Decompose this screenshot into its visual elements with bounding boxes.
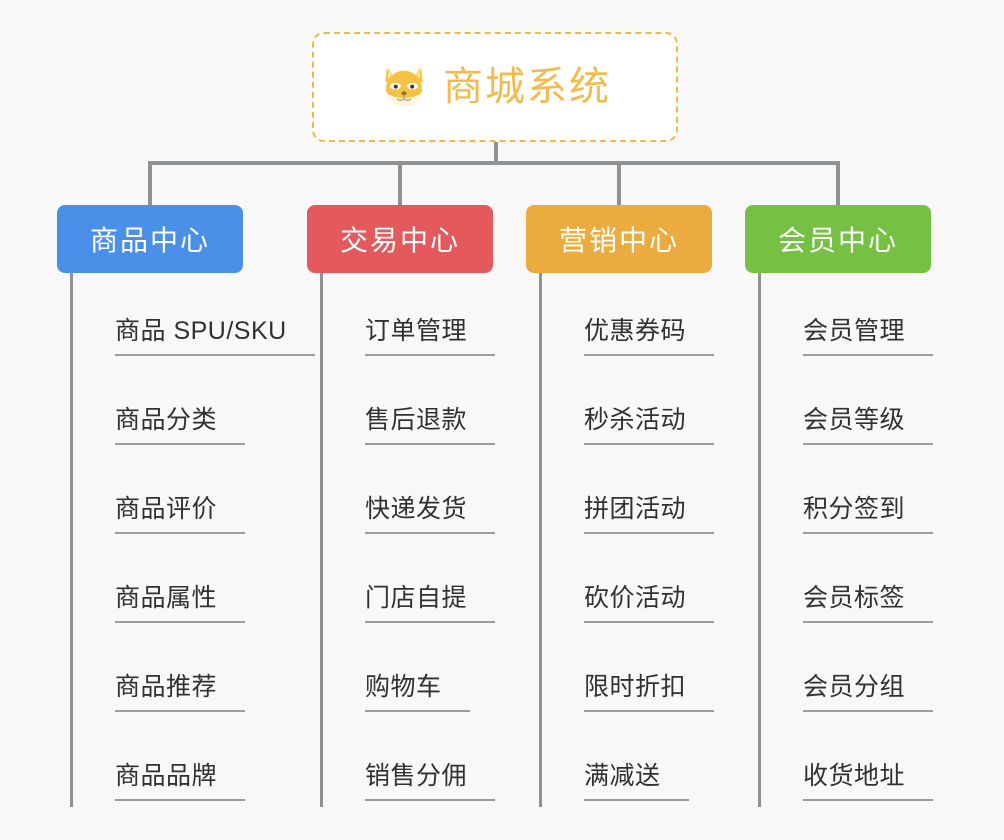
leaf-item[interactable]: 砍价活动: [539, 540, 715, 629]
leaf-item[interactable]: 秒杀活动: [539, 362, 715, 451]
root-node-title: 商城系统: [443, 65, 611, 109]
leaf-item[interactable]: 快递发货: [320, 451, 496, 540]
leaf-item-label: 秒杀活动: [584, 406, 715, 445]
leaf-item-label: 会员分组: [803, 673, 934, 712]
leaf-item[interactable]: 商品 SPU/SKU: [70, 273, 315, 362]
leaf-item[interactable]: 积分签到: [758, 451, 934, 540]
leaf-item-label: 订单管理: [365, 317, 496, 356]
leaf-item[interactable]: 商品分类: [70, 362, 315, 451]
connector-drop-3: [617, 161, 621, 205]
leaf-item-label: 销售分佣: [365, 762, 496, 801]
leaf-item-label: 会员标签: [803, 584, 934, 623]
leaf-item-label: 售后退款: [365, 406, 496, 445]
leaf-item[interactable]: 优惠券码: [539, 273, 715, 362]
leaf-item-label: 会员管理: [803, 317, 934, 356]
connector-drop-1: [148, 161, 152, 205]
root-node-shopping-mall-system[interactable]: 商城系统: [312, 32, 678, 142]
leaf-item[interactable]: 商品评价: [70, 451, 315, 540]
leaf-item-label: 收货地址: [803, 762, 934, 801]
leaf-spine: [320, 273, 323, 807]
leaf-column-4: 会员管理会员等级积分签到会员标签会员分组收货地址: [758, 273, 934, 807]
leaf-item[interactable]: 会员等级: [758, 362, 934, 451]
leaf-item-label: 优惠券码: [584, 317, 715, 356]
leaf-item[interactable]: 门店自提: [320, 540, 496, 629]
leaf-item-label: 满减送: [584, 762, 689, 801]
category-node-4[interactable]: 会员中心: [745, 205, 931, 273]
leaf-column-3: 优惠券码秒杀活动拼团活动砍价活动限时折扣满减送: [539, 273, 715, 807]
leaf-item-label: 商品品牌: [115, 762, 246, 801]
leaf-item-label: 商品属性: [115, 584, 246, 623]
category-node-label: 会员中心: [777, 225, 898, 256]
leaf-item-label: 会员等级: [803, 406, 934, 445]
leaf-item[interactable]: 限时折扣: [539, 629, 715, 718]
leaf-item-label: 拼团活动: [584, 495, 715, 534]
leaf-item-label: 商品推荐: [115, 673, 246, 712]
leaf-item-label: 商品分类: [115, 406, 246, 445]
leaf-item[interactable]: 商品属性: [70, 540, 315, 629]
leaf-item-label: 限时折扣: [584, 673, 715, 712]
category-node-label: 交易中心: [339, 225, 460, 256]
leaf-item-label: 积分签到: [803, 495, 934, 534]
leaf-spine: [539, 273, 542, 807]
leaf-column-2: 订单管理售后退款快递发货门店自提购物车销售分佣: [320, 273, 496, 807]
leaf-item[interactable]: 收货地址: [758, 718, 934, 807]
leaf-item[interactable]: 商品品牌: [70, 718, 315, 807]
leaf-item-label: 购物车: [365, 673, 470, 712]
leaf-spine: [758, 273, 761, 807]
leaf-item[interactable]: 满减送: [539, 718, 714, 807]
category-node-label: 营销中心: [558, 225, 679, 256]
leaf-item[interactable]: 销售分佣: [320, 718, 496, 807]
leaf-item-label: 快递发货: [365, 495, 496, 534]
leaf-item[interactable]: 商品推荐: [70, 629, 315, 718]
leaf-item[interactable]: 购物车: [320, 629, 495, 718]
leaf-item[interactable]: 会员标签: [758, 540, 934, 629]
leaf-item[interactable]: 订单管理: [320, 273, 496, 362]
leaf-item[interactable]: 售后退款: [320, 362, 496, 451]
connector-drop-2: [398, 161, 402, 205]
shiba-dog-face-icon: [385, 66, 423, 109]
category-node-label: 商品中心: [89, 225, 210, 256]
category-node-3[interactable]: 营销中心: [526, 205, 712, 273]
connector-drop-4: [836, 161, 840, 205]
leaf-item[interactable]: 会员分组: [758, 629, 934, 718]
leaf-spine: [70, 273, 73, 807]
leaf-item[interactable]: 会员管理: [758, 273, 934, 362]
connector-horizontal-bus: [150, 161, 840, 165]
category-node-1[interactable]: 商品中心: [57, 205, 243, 273]
leaf-item-label: 商品评价: [115, 495, 246, 534]
leaf-item-label: 砍价活动: [584, 584, 715, 623]
category-node-2[interactable]: 交易中心: [307, 205, 493, 273]
leaf-item-label: 门店自提: [365, 584, 496, 623]
leaf-item-label: 商品 SPU/SKU: [115, 317, 315, 356]
connector-root-stem: [494, 142, 498, 164]
leaf-item[interactable]: 拼团活动: [539, 451, 715, 540]
leaf-column-1: 商品 SPU/SKU 商品分类商品评价商品属性商品推荐商品品牌: [70, 273, 315, 807]
